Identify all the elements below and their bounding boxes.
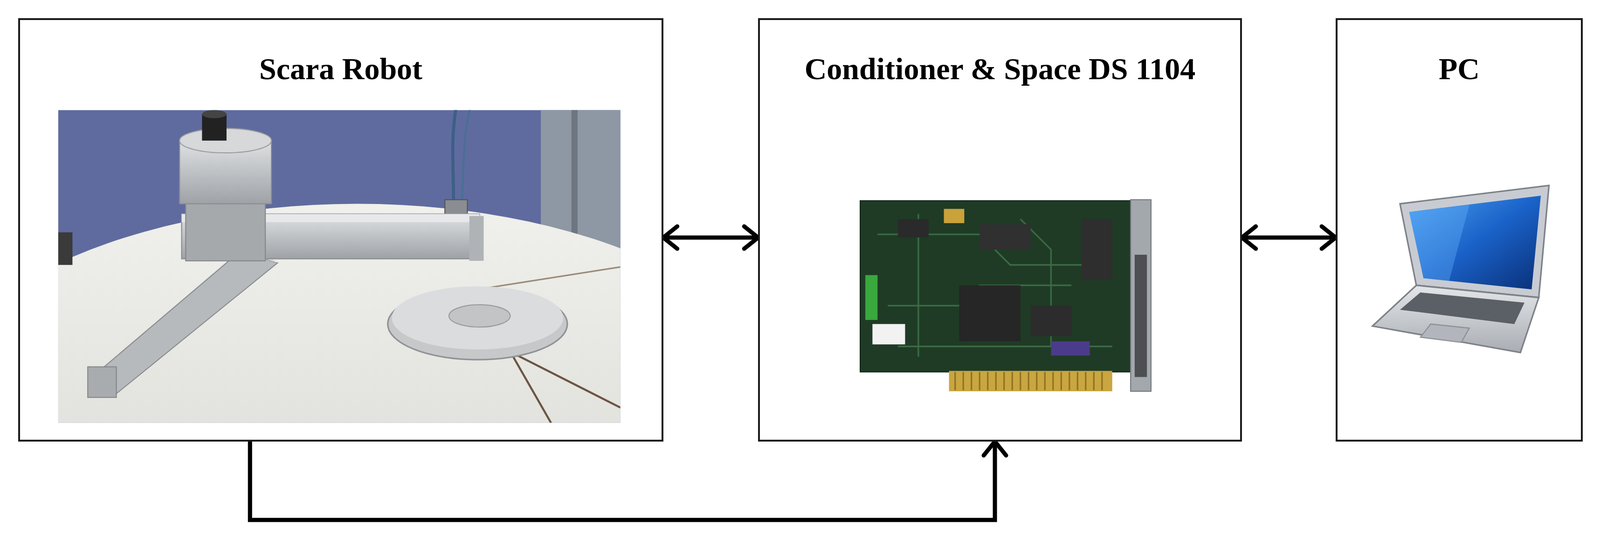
box-title: PC: [1438, 35, 1480, 103]
board-bracket: [1130, 200, 1152, 392]
board-pcb: [860, 200, 1132, 373]
laptop-base: [1372, 285, 1539, 353]
board-chip: [1081, 219, 1113, 281]
board-sticker: [872, 324, 905, 345]
board-chip: [1050, 341, 1090, 357]
board-chip: [1030, 305, 1072, 337]
laptop-touchpad: [1420, 324, 1470, 343]
robot-photo: [58, 110, 621, 424]
box-title: Conditioner & Space DS 1104: [804, 35, 1196, 103]
robot-elbow: [469, 216, 484, 262]
laptop-icon: [1372, 185, 1550, 353]
signal-arrow: [663, 235, 759, 240]
table-seam: [510, 351, 552, 424]
board-chip: [897, 219, 929, 238]
board-connector: [1134, 255, 1147, 378]
signal-arrow: [249, 441, 995, 521]
dark-object: [58, 232, 73, 266]
table-top: [58, 204, 621, 424]
board-traces: [877, 213, 1112, 357]
board-finger-gaps: [955, 372, 1103, 391]
board-header: [865, 275, 878, 321]
robot-end-effector: [87, 367, 117, 399]
board-component: [944, 208, 965, 224]
board-background: [857, 197, 1156, 394]
signal-arrow: [1241, 235, 1336, 240]
conditioner-box: Conditioner & Space DS 1104: [758, 18, 1242, 442]
board-fingers: [949, 371, 1113, 392]
pc-box: PC: [1335, 18, 1583, 442]
robot-motor-top: [201, 110, 227, 119]
laptop-screen: [1409, 195, 1541, 290]
laptop-keyboard: [1400, 292, 1525, 325]
board-chip: [979, 224, 1031, 250]
rotary-disc-top: [391, 286, 564, 351]
box-title: Scara Robot: [259, 35, 423, 103]
rotary-disc-hub: [448, 304, 511, 328]
robot-box: Scara Robot: [18, 18, 663, 442]
laptop-screen-glare: [1409, 205, 1470, 282]
laptop-lid: [1400, 185, 1550, 298]
robot-forearm: [89, 250, 278, 396]
board-chip: [958, 285, 1021, 342]
dspace-board: [857, 197, 1156, 394]
